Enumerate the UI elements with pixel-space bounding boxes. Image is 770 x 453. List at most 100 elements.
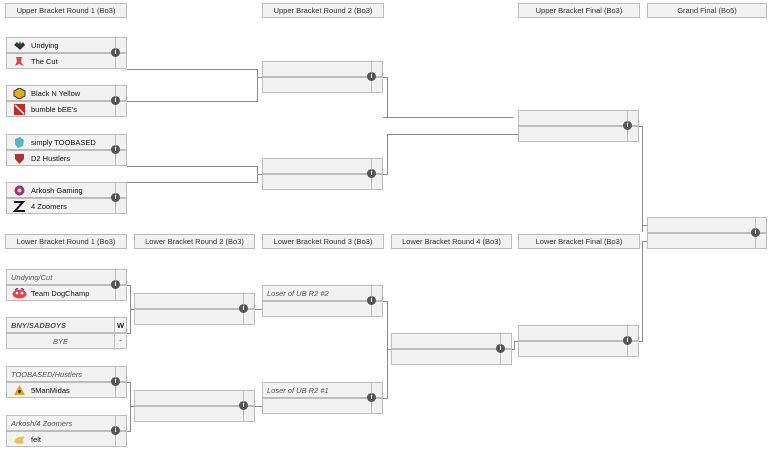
match-info-icon[interactable]: i	[496, 344, 505, 353]
connector-line	[127, 101, 257, 102]
team-name: TOOBASED/Hustlers	[11, 370, 83, 379]
ub-r1-match-1[interactable]: Undying The Cut i	[6, 37, 127, 69]
undying-logo-icon	[13, 40, 26, 51]
match-info-icon[interactable]: i	[111, 377, 120, 386]
team-slot-empty[interactable]	[391, 333, 512, 349]
ub-r2-match-1[interactable]: i	[262, 61, 383, 93]
ub-r1-match-2[interactable]: Black N Yellow bumble bEE's i	[6, 85, 127, 117]
team-slot[interactable]: simply TOOBASED	[6, 134, 127, 150]
header-lb-round3: Lower Bracket Round 3 (Bo3)	[262, 234, 384, 249]
match-info-icon[interactable]: i	[367, 296, 376, 305]
connector-line	[383, 174, 387, 175]
match-info-icon[interactable]: i	[111, 426, 120, 435]
arkosh-gaming-logo-icon	[13, 185, 26, 196]
ub-final-match[interactable]: i	[518, 110, 639, 142]
team-slot-empty[interactable]	[391, 349, 512, 365]
lb-r1-match-3[interactable]: TOOBASED/Hustlers 5ManMidas i	[6, 366, 127, 398]
lb-r2-match-1[interactable]: i	[134, 293, 255, 325]
ub-r1-match-4[interactable]: Arkosh Gaming 4 Zoomers i	[6, 182, 127, 214]
connector-line	[387, 301, 388, 350]
team-slot[interactable]: Loser of UB R2 #1	[262, 382, 383, 398]
connector-line	[642, 225, 647, 226]
match-info-icon[interactable]: i	[367, 393, 376, 402]
lb-r2-match-2[interactable]: i	[134, 390, 255, 422]
team-name: The Cut	[31, 57, 58, 66]
team-slot[interactable]: BNY/SADBOYS W	[6, 317, 127, 334]
match-info-icon[interactable]: i	[623, 336, 632, 345]
ub-r1-match-3[interactable]: simply TOOBASED D2 Hustlers i	[6, 134, 127, 166]
connector-line	[127, 166, 257, 167]
team-slot-empty[interactable]	[134, 309, 255, 325]
connector-line	[130, 382, 131, 432]
team-slot[interactable]: The Cut	[6, 53, 127, 69]
team-slot[interactable]: D2 Hustlers	[6, 150, 127, 166]
team-slot[interactable]: Arkosh/4 Zoomers	[6, 415, 127, 431]
team-slot[interactable]: Loser of UB R2 #2	[262, 285, 383, 301]
team-slot-empty[interactable]	[262, 158, 383, 174]
team-slot-empty[interactable]	[518, 110, 639, 126]
team-slot-empty[interactable]	[518, 126, 639, 142]
team-slot-empty[interactable]	[647, 217, 767, 233]
team-slot[interactable]: 4 Zoomers	[6, 198, 127, 214]
connector-line	[387, 349, 388, 399]
lb-r1-match-2[interactable]: BNY/SADBOYS W BYE -	[6, 317, 127, 350]
lb-r3-match-2[interactable]: Loser of UB R2 #1 i	[262, 382, 383, 414]
team-dogchamp-logo-icon	[12, 287, 27, 299]
team-slot[interactable]: Black N Yellow	[6, 85, 127, 101]
lb-r1-match-4[interactable]: Arkosh/4 Zoomers felt i	[6, 415, 127, 447]
team-slot-empty[interactable]	[647, 233, 767, 249]
header-lb-round4: Lower Bracket Round 4 (Bo3)	[391, 234, 512, 249]
team-slot-empty[interactable]	[518, 325, 639, 341]
match-info-icon[interactable]: i	[111, 48, 120, 57]
connector-line	[383, 117, 513, 118]
team-slot[interactable]: Undying/Cut	[6, 269, 127, 285]
team-slot[interactable]: Undying	[6, 37, 127, 53]
header-lb-round2: Lower Bracket Round 2 (Bo3)	[134, 234, 255, 249]
lb-r1-match-1[interactable]: Undying/Cut Team DogChamp i	[6, 269, 127, 301]
match-info-icon[interactable]: i	[111, 145, 120, 154]
connector-line	[257, 69, 258, 102]
grand-final-match[interactable]: i	[647, 217, 767, 249]
match-info-icon[interactable]: i	[111, 96, 120, 105]
lb-r4-match[interactable]: i	[391, 333, 512, 365]
team-slot-empty[interactable]	[134, 406, 255, 422]
team-slot[interactable]: bumble bEE's	[6, 101, 127, 117]
ub-r2-match-2[interactable]: i	[262, 158, 383, 190]
team-name: Undying/Cut	[11, 273, 53, 282]
team-slot-empty[interactable]	[262, 301, 383, 317]
match-info-icon[interactable]: i	[111, 193, 120, 202]
match-info-icon[interactable]: i	[623, 121, 632, 130]
team-slot-empty[interactable]	[134, 390, 255, 406]
team-slot[interactable]: BYE -	[6, 333, 127, 350]
team-slot-empty[interactable]	[262, 77, 383, 93]
connector-line	[387, 134, 518, 135]
lb-r3-match-1[interactable]: Loser of UB R2 #2 i	[262, 285, 383, 317]
match-info-icon[interactable]: i	[111, 280, 120, 289]
connector-line	[127, 285, 130, 286]
team-name: Arkosh/4 Zoomers	[11, 419, 73, 428]
match-info-icon[interactable]: i	[751, 228, 760, 237]
team-slot[interactable]: Arkosh Gaming	[6, 182, 127, 198]
match-info-icon[interactable]: i	[239, 304, 248, 313]
header-lb-round1: Lower Bracket Round 1 (Bo3)	[5, 234, 127, 249]
team-slot-empty[interactable]	[262, 174, 383, 190]
team-slot[interactable]: felt	[6, 431, 127, 447]
connector-line	[642, 126, 643, 232]
team-slot-empty[interactable]	[518, 341, 639, 357]
team-slot-empty[interactable]	[262, 398, 383, 414]
team-slot[interactable]: 5ManMidas	[6, 382, 127, 398]
connector-line	[514, 341, 518, 342]
match-info-icon[interactable]: i	[367, 169, 376, 178]
connector-line	[257, 174, 262, 175]
lb-final-match[interactable]: i	[518, 325, 639, 357]
match-info-icon[interactable]: i	[239, 401, 248, 410]
team-name: BYE	[52, 337, 68, 346]
team-slot[interactable]: Team DogChamp	[6, 285, 127, 301]
team-name: 4 Zoomers	[31, 202, 67, 211]
team-slot-empty[interactable]	[134, 293, 255, 309]
connector-line	[127, 431, 130, 432]
connector-line	[514, 341, 515, 350]
team-slot-empty[interactable]	[262, 61, 383, 77]
team-slot[interactable]: TOOBASED/Hustlers	[6, 366, 127, 382]
match-info-icon[interactable]: i	[367, 72, 376, 81]
